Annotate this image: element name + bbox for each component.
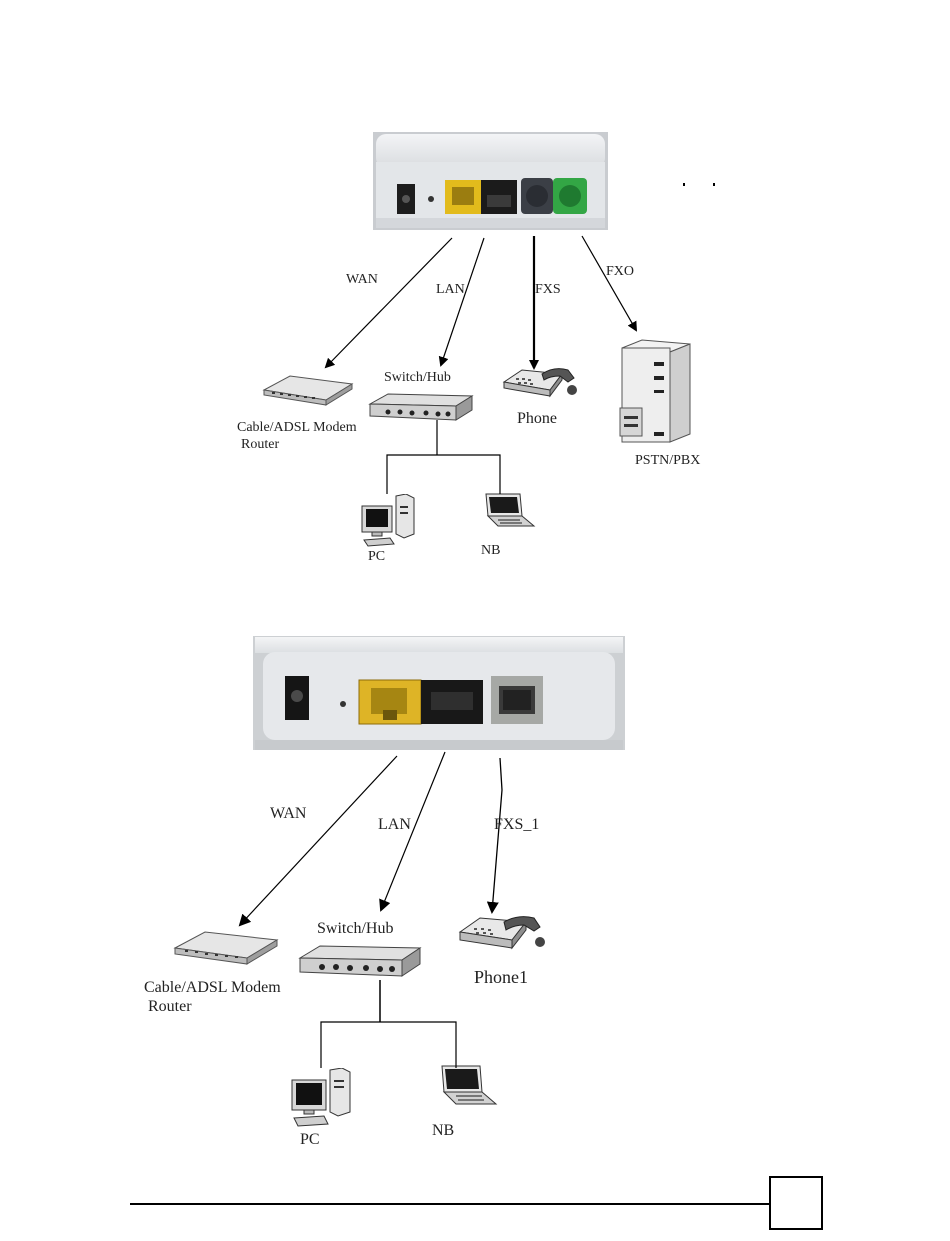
pc-label: PC — [300, 1131, 320, 1149]
fxs-label: FXS_1 — [494, 816, 539, 834]
nb-label: NB — [432, 1122, 454, 1140]
wan-link — [240, 756, 397, 925]
switch-label: Switch/Hub — [317, 920, 393, 938]
phone-label: Phone1 — [474, 967, 528, 988]
footer-rule — [130, 1203, 770, 1205]
page-number-box — [769, 1176, 823, 1230]
fxs-link — [492, 758, 502, 912]
wan-label: WAN — [270, 805, 306, 823]
modem-label-line2: Router — [148, 998, 192, 1016]
switch-tree — [321, 1022, 456, 1068]
modem-label-line1: Cable/ADSL Modem — [144, 979, 281, 997]
lan-label: LAN — [378, 816, 411, 834]
